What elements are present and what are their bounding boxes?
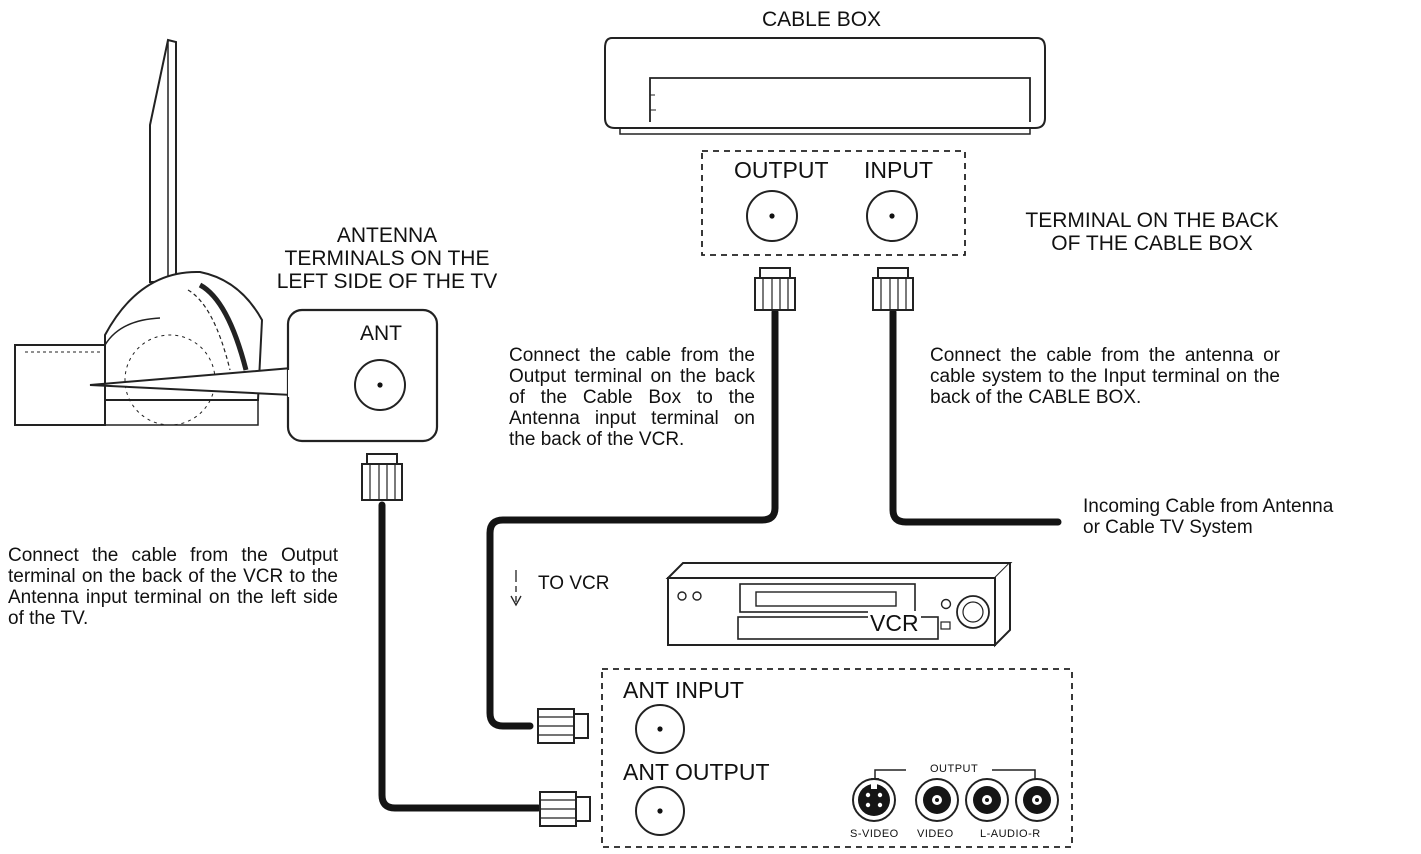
vcr-output-group-label: OUTPUT [930, 763, 979, 775]
cable-box-output-label: OUTPUT [734, 157, 829, 183]
cable-box-output-connector [746, 190, 798, 242]
vcr-back-panel [601, 668, 1073, 848]
cable-box-input-label: INPUT [864, 157, 933, 183]
incoming-cable-label: Incoming Cable from Antenna or Cable TV … [1083, 496, 1334, 538]
to-vcr-label: TO VCR [538, 573, 610, 594]
tv-ant-label: ANT [360, 322, 402, 345]
cable-vcr-to-tv [378, 501, 542, 812]
instruction-antenna-to-cablebox: Connect the cable from the antenna or ca… [930, 345, 1280, 408]
f-connector-cablebox-input [872, 267, 914, 311]
f-connector-vcr-input [537, 708, 589, 744]
video-jack [915, 778, 959, 822]
svideo-jack [852, 778, 896, 822]
vcr-ant-input-connector [635, 704, 685, 754]
tv-antenna-caption: ANTENNA TERMINALS ON THE LEFT SIDE OF TH… [276, 224, 498, 293]
f-connector-cablebox-output [754, 267, 796, 311]
vcr-label: VCR [868, 610, 921, 637]
tv-illustration [14, 38, 264, 426]
f-connector-vcr-output [539, 791, 591, 827]
vcr-illustration [665, 562, 1013, 648]
cable-box-back-panel [701, 150, 966, 256]
output-bracket [874, 769, 1036, 779]
cable-cablebox-to-vcr [486, 308, 779, 730]
cable-box-illustration [604, 37, 1046, 135]
cable-incoming [889, 308, 1062, 526]
vcr-ant-output-connector [635, 786, 685, 836]
audio-left-jack [965, 778, 1009, 822]
instruction-cablebox-to-vcr: Connect the cable from the Output termin… [509, 345, 755, 450]
vcr-ant-input-label: ANT INPUT [623, 677, 744, 703]
tv-ant-connector [354, 359, 406, 411]
cable-box-input-connector [866, 190, 918, 242]
video-label: VIDEO [917, 828, 954, 840]
instruction-vcr-to-tv: Connect the cable from the Output termin… [8, 545, 338, 629]
audio-label: L-AUDIO-R [980, 828, 1041, 840]
f-connector-tv-ant [361, 453, 403, 501]
to-vcr-arrow [510, 570, 522, 607]
cable-box-title: CABLE BOX [762, 8, 882, 31]
cable-box-terminal-caption: TERMINAL ON THE BACK OF THE CABLE BOX [1025, 209, 1279, 255]
svideo-label: S-VIDEO [850, 828, 899, 840]
audio-right-jack [1015, 778, 1059, 822]
vcr-ant-output-label: ANT OUTPUT [623, 759, 770, 785]
